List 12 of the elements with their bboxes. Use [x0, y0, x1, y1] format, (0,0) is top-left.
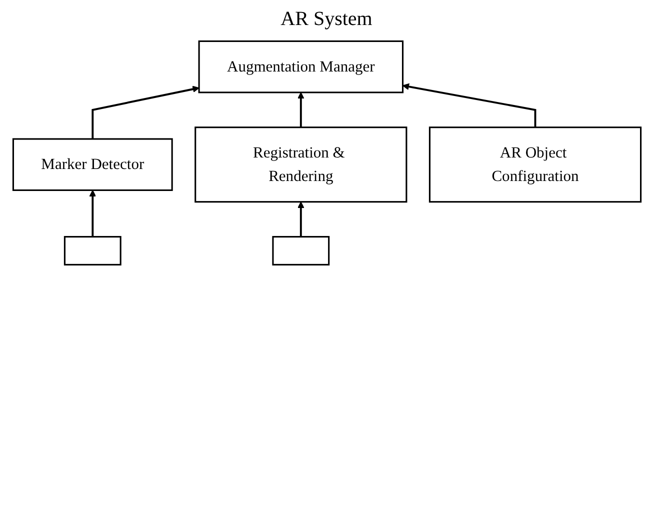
arrow: [88, 190, 96, 237]
diagram-title: AR System: [280, 8, 372, 31]
arrow: [296, 92, 304, 128]
node-box: Marker Detector: [12, 138, 172, 191]
node-box: AR Object Configuration: [428, 126, 642, 203]
node-box: Augmentation Manager: [198, 40, 404, 94]
arrow: [296, 202, 304, 237]
node-box: Registration & Rendering: [194, 126, 407, 203]
arrow: [402, 83, 536, 128]
node-box: [63, 236, 121, 266]
arrow: [91, 86, 199, 139]
node-box: [272, 236, 330, 266]
